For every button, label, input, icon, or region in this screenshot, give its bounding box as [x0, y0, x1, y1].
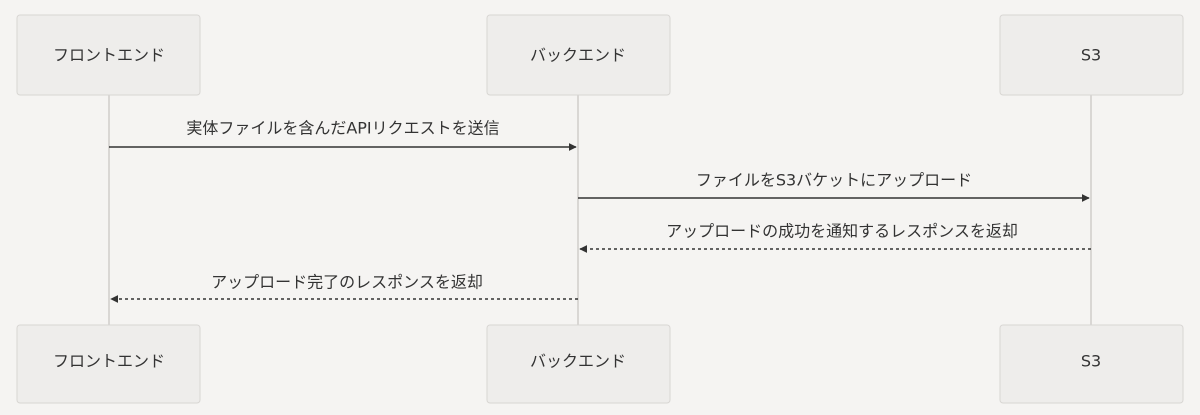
- participant-s3-bottom-label: S3: [1081, 352, 1101, 371]
- message-3-label: アップロードの成功を通知するレスポンスを返却: [666, 222, 1018, 241]
- participant-frontend-top: フロントエンド: [16, 14, 201, 96]
- participant-s3-top: S3: [999, 14, 1184, 96]
- message-1: 実体ファイルを含んだAPIリクエストを送信: [109, 119, 577, 151]
- message-1-label: 実体ファイルを含んだAPIリクエストを送信: [186, 119, 499, 138]
- participant-backend-top: バックエンド: [486, 14, 671, 96]
- participant-backend-top-label: バックエンド: [530, 46, 626, 65]
- participant-backend-bottom-label: バックエンド: [530, 352, 626, 371]
- message-4: アップロード完了のレスポンスを返却: [110, 273, 578, 303]
- participant-backend-bottom: バックエンド: [486, 324, 671, 404]
- message-2: ファイルをS3バケットにアップロード: [578, 171, 1090, 202]
- message-2-label: ファイルをS3バケットにアップロード: [696, 171, 972, 190]
- participant-frontend-top-label: フロントエンド: [53, 46, 165, 65]
- message-3: アップロードの成功を通知するレスポンスを返却: [579, 222, 1091, 253]
- participant-frontend-bottom-label: フロントエンド: [53, 352, 165, 371]
- participant-frontend-bottom: フロントエンド: [16, 324, 201, 404]
- participant-s3-top-label: S3: [1081, 46, 1101, 65]
- participant-s3-bottom: S3: [999, 324, 1184, 404]
- message-4-label: アップロード完了のレスポンスを返却: [211, 273, 483, 292]
